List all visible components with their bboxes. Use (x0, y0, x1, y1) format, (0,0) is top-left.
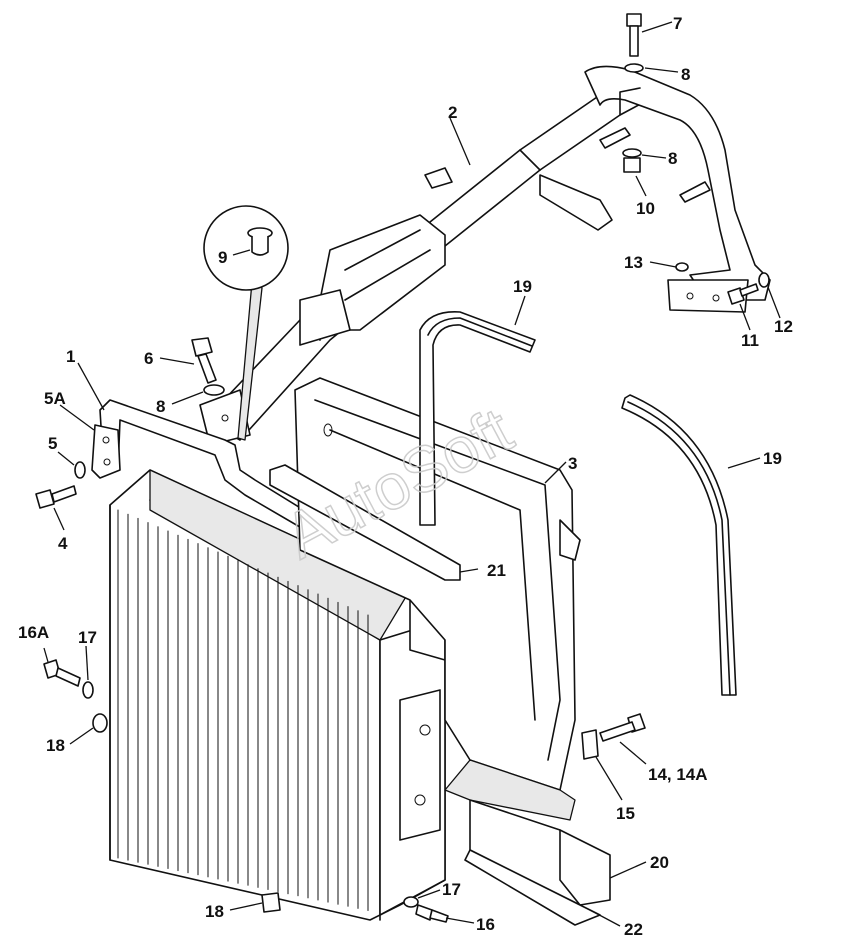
fan-shroud-3 (294, 377, 581, 791)
callout-10: 10 (636, 199, 655, 218)
callout-6: 6 (144, 349, 153, 368)
seal-19-right (621, 394, 737, 696)
nut-10 (622, 148, 642, 173)
lower-mounts (444, 759, 611, 926)
callout-12: 12 (774, 317, 793, 336)
plate-15 (581, 729, 599, 760)
rivet-9 (247, 227, 273, 256)
bush-18-bottom (261, 892, 281, 913)
callout-8-mid: 8 (668, 149, 677, 168)
bolt-6 (191, 337, 217, 384)
washer-17-bottom (403, 896, 419, 908)
radiator-core (109, 469, 446, 921)
callout-5a: 5A (44, 389, 66, 408)
bolt-7 (626, 13, 642, 57)
bolt-16 (415, 904, 449, 923)
callout-8-left: 8 (156, 397, 165, 416)
top-support-frame (199, 65, 771, 446)
bush-18-left (92, 713, 108, 733)
callout-22: 22 (624, 920, 643, 939)
leader-lines (43, 21, 781, 927)
foam-strip-21 (269, 464, 461, 581)
callout-20: 20 (650, 853, 669, 872)
bolt-11 (727, 283, 759, 305)
callout-8-top: 8 (681, 65, 690, 84)
callout-3: 3 (568, 454, 577, 473)
bolt-4 (35, 485, 77, 509)
callout-11: 11 (741, 331, 759, 350)
callout-9: 9 (218, 248, 227, 267)
washer-12 (758, 272, 770, 288)
washer-8-top (624, 63, 644, 73)
callout-18-bottom: 18 (205, 902, 224, 921)
callout-7: 7 (673, 14, 682, 33)
callout-15: 15 (616, 804, 635, 823)
callout-1: 1 (66, 347, 75, 366)
bolt-16a (43, 659, 81, 687)
callout-17-left: 17 (78, 628, 97, 647)
washer-5 (74, 461, 86, 479)
washer-17-left (82, 681, 94, 699)
washer-8-left (203, 384, 225, 396)
callout-5: 5 (48, 434, 57, 453)
callout-2: 2 (448, 103, 457, 122)
seal-19-upper (419, 311, 536, 526)
bolt-14 (599, 713, 646, 742)
callout-19-right: 19 (763, 449, 782, 468)
callout-labels: 7 8 2 8 10 13 11 12 19 19 3 21 9 6 8 1 5… (18, 14, 793, 939)
callout-4: 4 (58, 534, 68, 553)
callout-16: 16 (476, 915, 495, 934)
callout-14-14a: 14, 14A (648, 765, 708, 784)
callout-18-left: 18 (46, 736, 65, 755)
callout-19-upper: 19 (513, 277, 532, 296)
radiator-fins (117, 509, 369, 911)
callout-13: 13 (624, 253, 643, 272)
callout-21: 21 (487, 561, 506, 580)
detail-circle-9 (203, 205, 289, 291)
rivet-13 (675, 262, 689, 272)
callout-16a: 16A (18, 623, 49, 642)
callout-17-bottom: 17 (442, 880, 461, 899)
